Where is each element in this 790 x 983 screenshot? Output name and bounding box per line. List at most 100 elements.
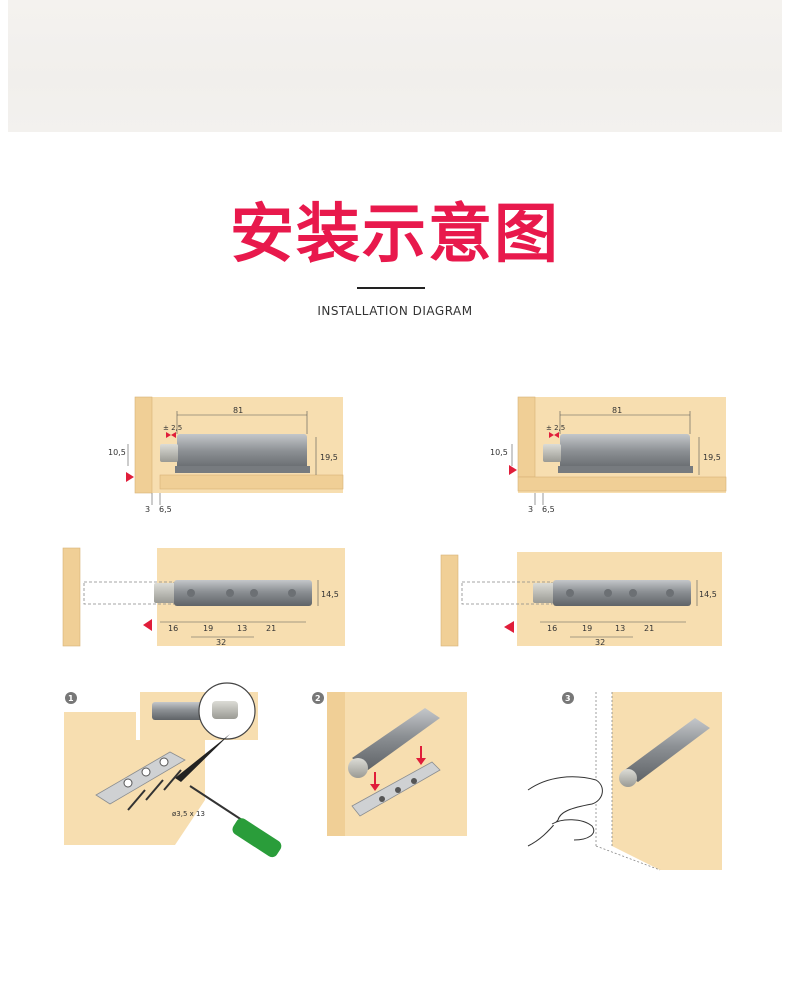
door-panel	[134, 396, 153, 494]
page-title: 安装示意图	[230, 198, 560, 272]
title-divider	[357, 287, 425, 289]
screwdriver-handle	[232, 818, 282, 858]
diagram-top-view-right: 14,5 16 19 13 21 32	[440, 552, 722, 647]
cabinet-board	[327, 692, 467, 836]
zoom-pointer	[175, 734, 230, 782]
step-1-illustration: 1 ø3,5 x 13	[64, 682, 282, 858]
dim-spacing-1: 16	[168, 624, 178, 633]
screwdriver-shaft	[189, 785, 246, 823]
marble-banner	[8, 0, 782, 132]
dim-spacing-total: 32	[216, 638, 226, 647]
screw-head	[379, 796, 385, 802]
tolerance-arrow-icon	[554, 432, 559, 438]
screw-hole	[250, 589, 258, 597]
mounting-plate	[175, 466, 310, 473]
plunger-tip	[533, 583, 555, 603]
dim-gap-b: 6,5	[542, 505, 555, 514]
screw-hole	[604, 589, 612, 597]
step-3-illustration: 3	[527, 692, 722, 871]
screw-hole	[226, 589, 234, 597]
dim-spacing-1: 16	[547, 624, 557, 633]
tolerance-arrow-icon	[166, 432, 171, 438]
dim-body-height: 19,5	[320, 453, 338, 462]
page-subtitle: INSTALLATION DIAGRAM	[317, 304, 473, 318]
dim-spacing-2: 19	[582, 624, 592, 633]
dim-body-height: 19,5	[703, 453, 721, 462]
plunger-tip	[154, 583, 176, 603]
step-2-badge	[312, 692, 324, 704]
screw-hole	[141, 767, 151, 777]
screw-icon	[127, 789, 146, 811]
dim-diameter: 14,5	[321, 590, 339, 599]
damper-body	[352, 708, 440, 770]
dim-spacing-2: 19	[203, 624, 213, 633]
damper-body	[553, 580, 691, 606]
damper-body	[177, 434, 307, 472]
dim-diameter: 14,5	[699, 590, 717, 599]
damper-body	[622, 718, 710, 782]
dim-spacing-4: 21	[644, 624, 654, 633]
plunger-tip	[543, 444, 561, 462]
page-margin-left	[0, 0, 8, 132]
dim-gap-a: 3	[145, 505, 150, 514]
down-arrow-icon	[370, 784, 380, 791]
screw-head	[411, 778, 417, 784]
plunger-tip	[348, 758, 368, 778]
door-panel	[440, 554, 459, 647]
red-arrow-icon	[509, 465, 517, 475]
door-panel	[517, 396, 536, 478]
screw-hole	[666, 589, 674, 597]
dim-length: 81	[233, 406, 243, 415]
red-arrow-icon	[126, 472, 134, 482]
dim-spacing-4: 21	[266, 624, 276, 633]
step-1-badge	[65, 692, 77, 704]
step-1-number: 1	[68, 694, 74, 703]
dim-height-offset: 10,5	[490, 448, 508, 457]
step-2-illustration: 2	[312, 692, 467, 836]
plunger-tip	[160, 444, 178, 462]
mounting-plate	[558, 466, 693, 473]
tolerance-arrow-icon	[171, 432, 176, 438]
screw-hole	[123, 778, 133, 788]
dim-height-offset: 10,5	[108, 448, 126, 457]
dim-spacing-3: 13	[615, 624, 625, 633]
door-edge	[327, 692, 345, 836]
screw-hole	[566, 589, 574, 597]
door-panel	[62, 547, 81, 647]
screw-head	[395, 787, 401, 793]
screw-hole	[629, 589, 637, 597]
plunger-tip	[619, 769, 637, 787]
down-arrow-icon	[416, 758, 426, 765]
dim-length: 81	[612, 406, 622, 415]
tolerance-arrow-icon	[549, 432, 554, 438]
screw-icon	[163, 769, 182, 791]
finger-icon	[551, 819, 595, 841]
step-2-number: 2	[315, 694, 321, 703]
dim-tolerance: ± 2,5	[546, 424, 565, 432]
dim-gap-b: 6,5	[159, 505, 172, 514]
red-arrow-icon	[143, 619, 152, 631]
damper-inset	[152, 702, 212, 720]
hand-icon	[527, 776, 603, 847]
screw-spec: ø3,5 x 13	[172, 810, 205, 818]
dim-tolerance: ± 2,5	[163, 424, 182, 432]
step-3-badge	[562, 692, 574, 704]
plunger-zoom	[212, 701, 238, 719]
screw-hole	[288, 589, 296, 597]
damper-body	[560, 434, 690, 472]
screw-icon	[145, 779, 164, 801]
diagram-top-view-left: 14,5 16 19 13 21 32	[62, 547, 345, 647]
screw-hole	[187, 589, 195, 597]
page-margin-right	[782, 0, 790, 132]
dim-spacing-total: 32	[595, 638, 605, 647]
damper-body	[174, 580, 312, 606]
dim-spacing-3: 13	[237, 624, 247, 633]
cabinet-shelf	[517, 476, 727, 492]
red-arrow-icon	[504, 621, 514, 633]
dim-gap-a: 3	[528, 505, 533, 514]
diagram-side-view-left: 81 ± 2,5 19,5 10,5 3 6,5	[108, 396, 344, 514]
step-3-number: 3	[565, 694, 571, 703]
cabinet-shelf	[159, 474, 344, 490]
diagram-side-view-right: 81 ± 2,5 19,5 10,5 3 6,5	[490, 396, 727, 514]
